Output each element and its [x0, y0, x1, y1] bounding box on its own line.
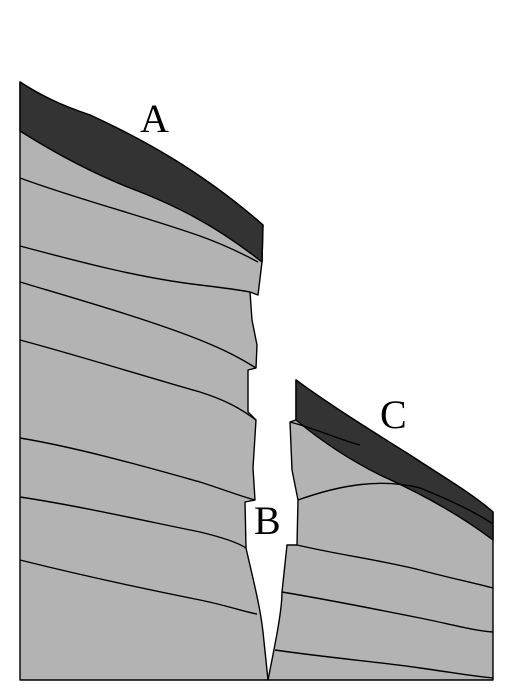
left-bedding-line-1: [19, 177, 259, 263]
left-cap-layer: [19, 81, 264, 263]
label-b: B: [254, 498, 281, 543]
right-bedding-line-3: [296, 544, 494, 589]
label-c: C: [380, 392, 407, 437]
left-bedding-line-4: [19, 339, 257, 421]
label-a: A: [140, 96, 169, 141]
right-bedding-line-4: [281, 591, 494, 633]
left-block: [19, 81, 269, 681]
left-bedding-line-7: [19, 559, 258, 615]
right-bedding-line-2: [297, 482, 494, 525]
right-bedding-line-5: [274, 649, 494, 679]
left-bedding-line-5: [19, 437, 256, 501]
left-bedding-line-6: [19, 496, 247, 549]
right-cap-layer: [295, 379, 494, 541]
right-block: [267, 379, 494, 681]
left-bedding-line-3: [19, 281, 257, 369]
left-bedding-line-2: [19, 245, 251, 293]
right-bedding-line-1: [289, 421, 361, 446]
